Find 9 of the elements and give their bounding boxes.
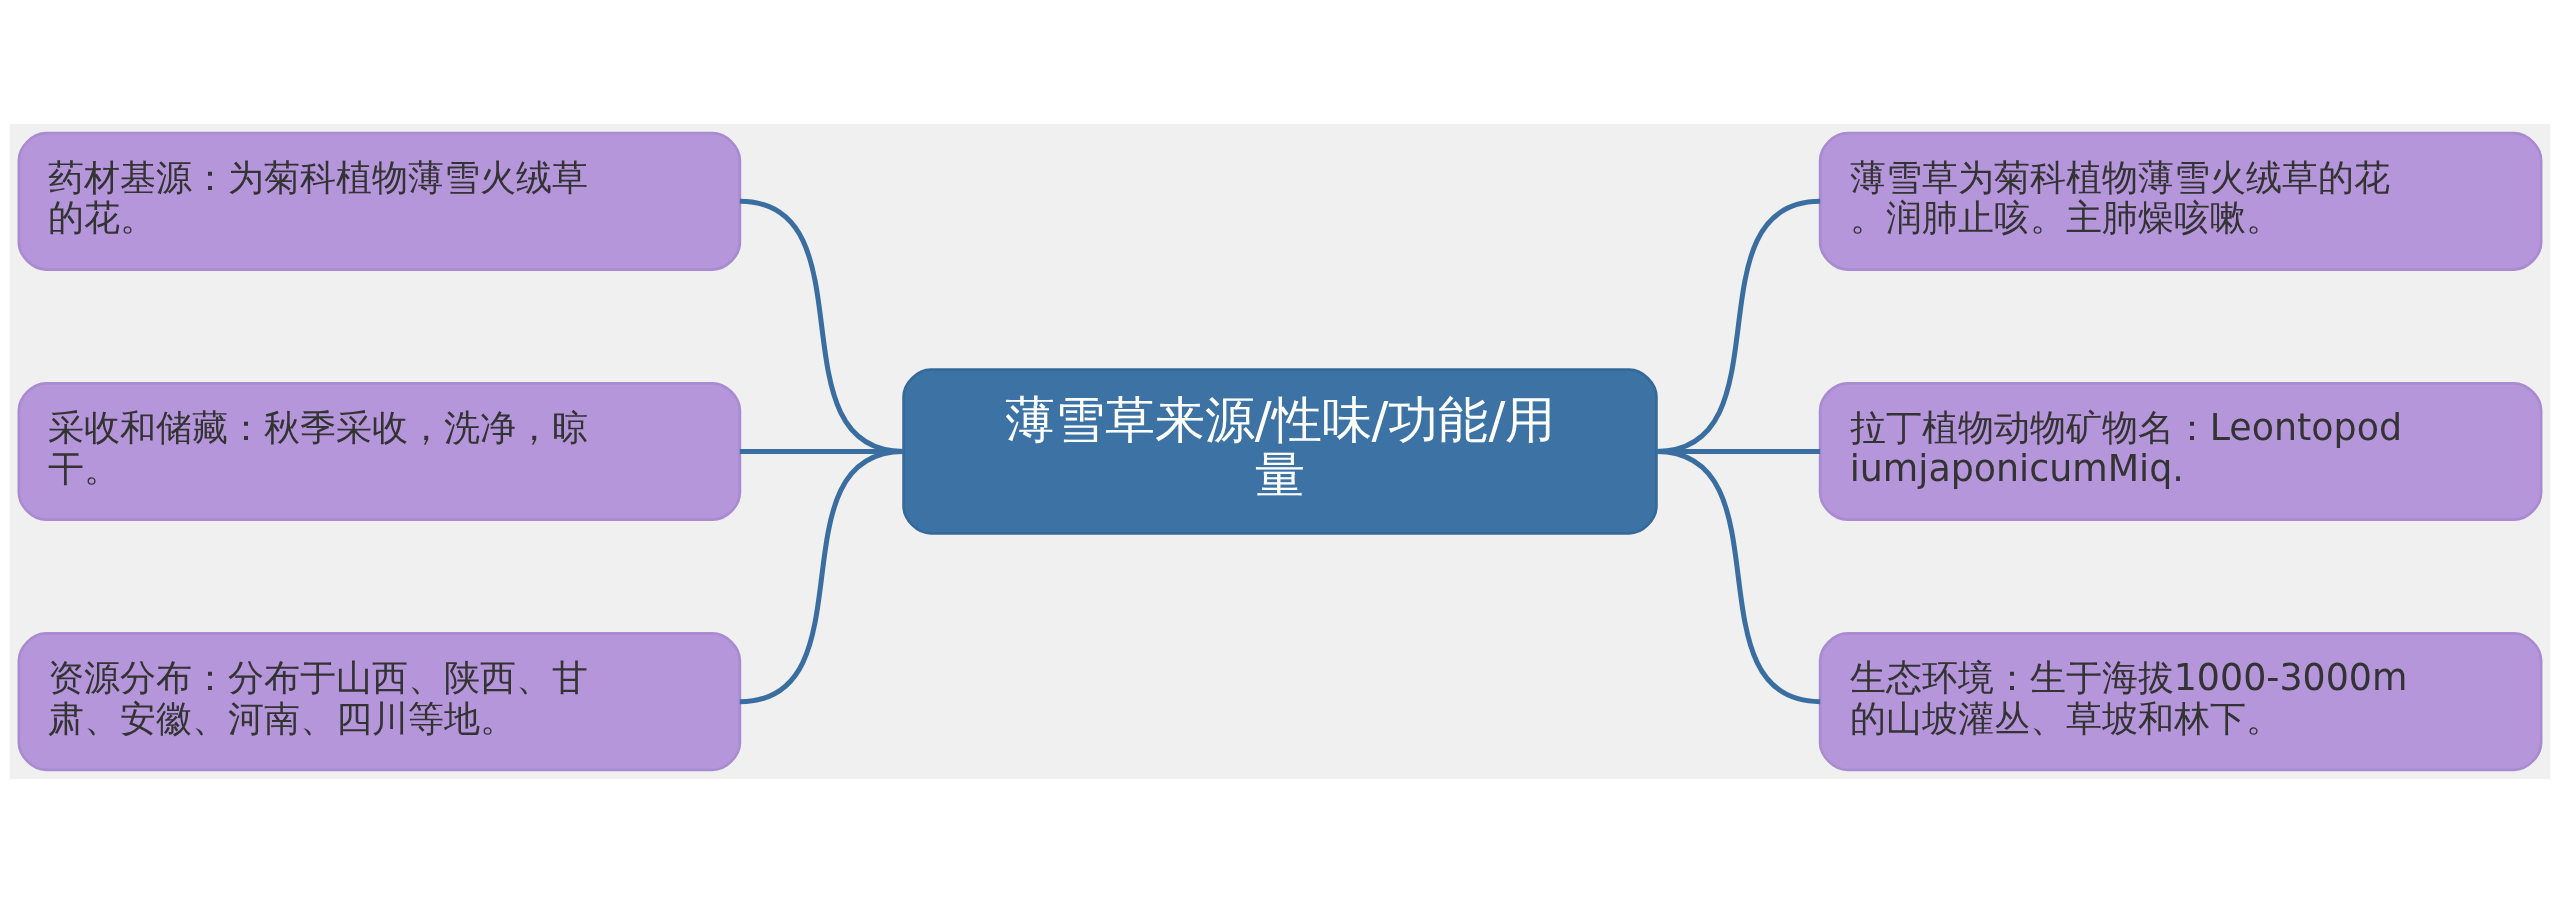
connector (1655, 449, 1821, 705)
node-box: 采收和储藏：秋季采收，洗净，晾干。 (17, 381, 742, 522)
node-box: 薄雪草为菊科植物薄雪火绒草的花。润肺止咳。主肺燥咳嗽。 (1818, 131, 2543, 271)
connector (739, 449, 905, 705)
node-box: 薄雪草来源/性味/功能/用量 (902, 368, 1658, 535)
node-box: 生态环境：生于海拔1000-3000m的山坡灌丛、草坡和林下。 (1818, 632, 2543, 772)
node-box: 药材基源：为菊科植物薄雪火绒草的花。 (17, 131, 742, 271)
node-box: 拉丁植物动物矿物名：LeontopodiumjaponicumMiq. (1818, 381, 2543, 522)
node-box: 资源分布：分布于山西、陕西、甘肃、安徽、河南、四川等地。 (17, 632, 742, 772)
